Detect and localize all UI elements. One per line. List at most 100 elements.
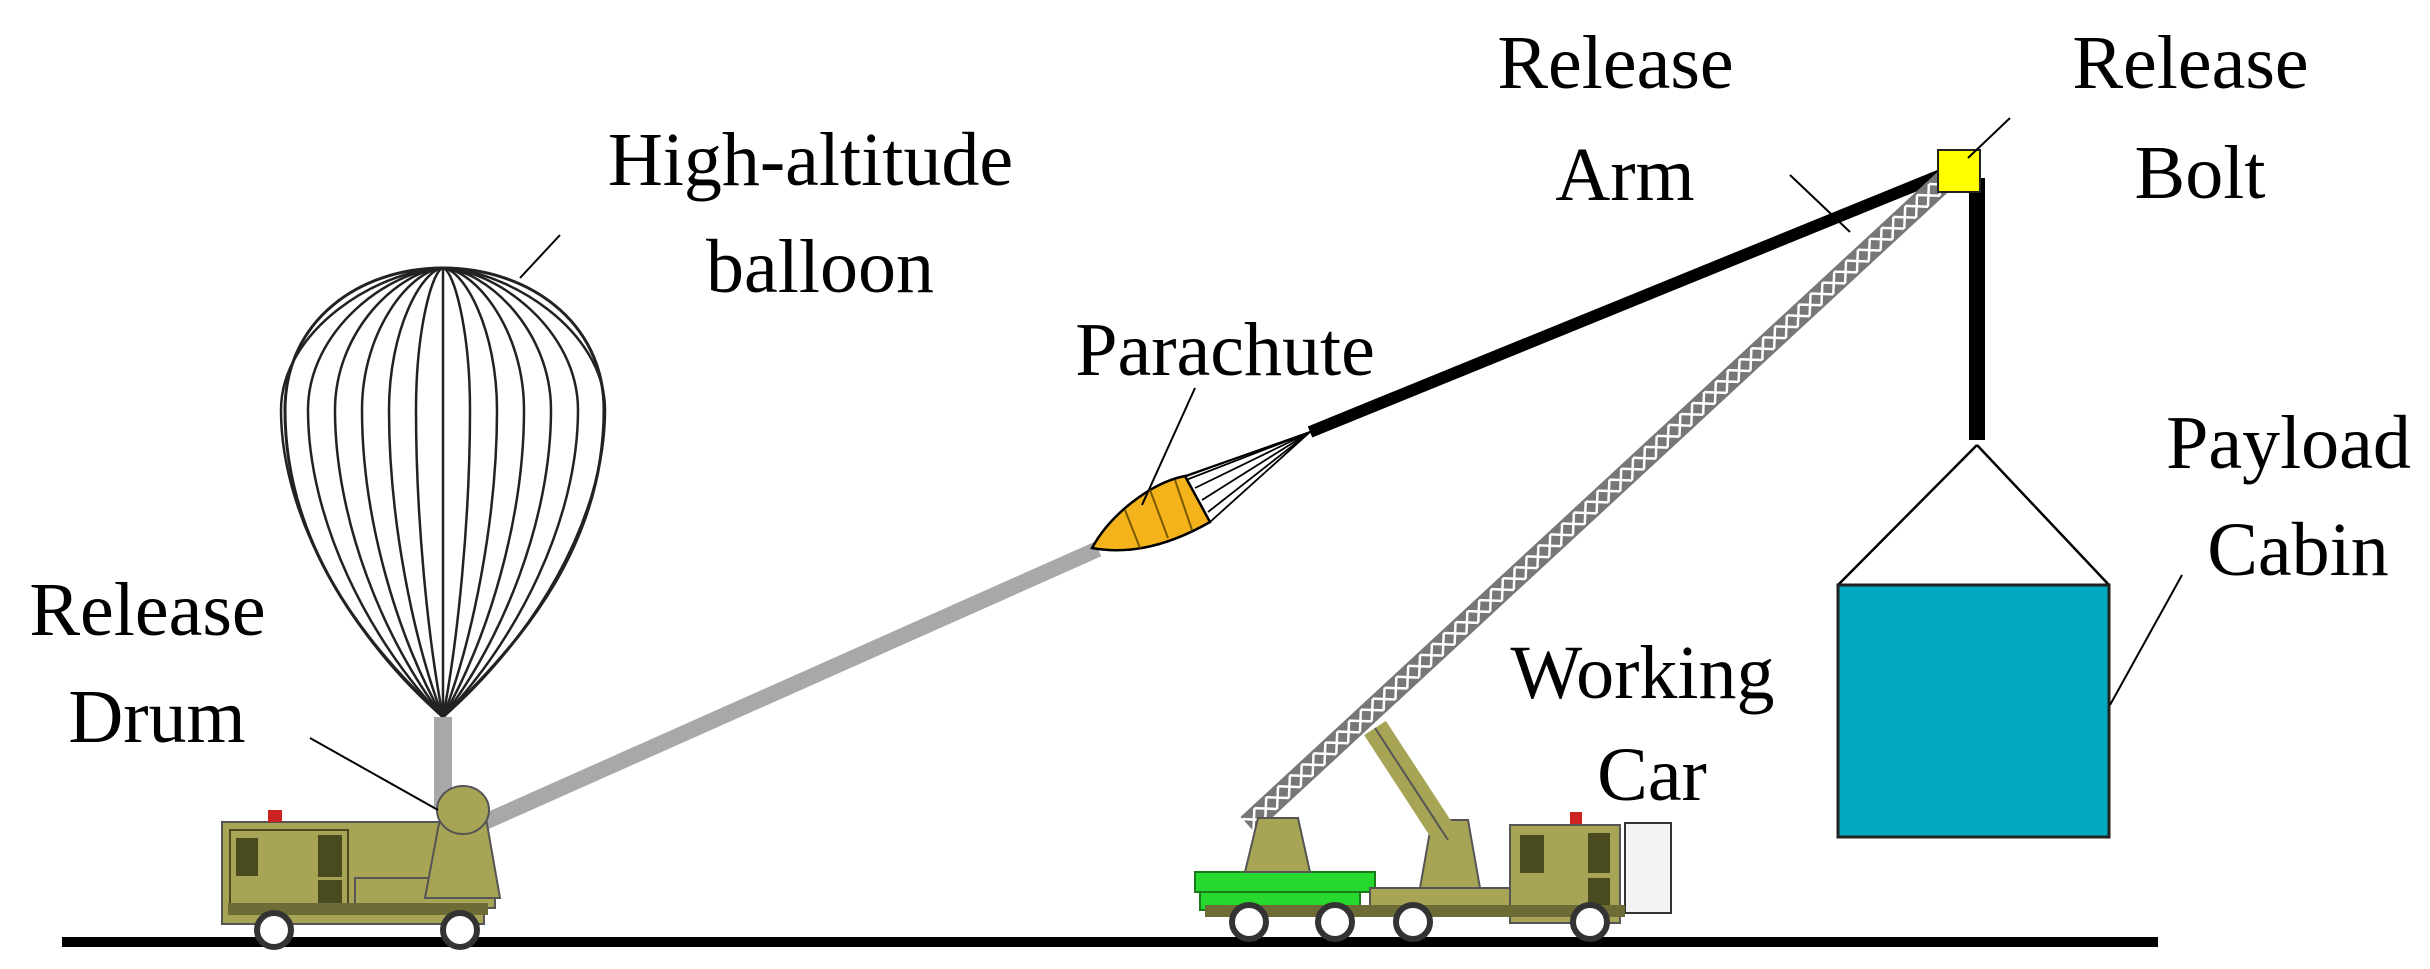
lattice-segment [1467, 600, 1491, 623]
car-wheel [1229, 902, 1269, 942]
balloon-gore-line [442, 266, 580, 718]
label-bolt-line-1: Release [2072, 21, 2308, 105]
lattice-segment [1372, 687, 1396, 711]
shroud-line [1194, 431, 1311, 489]
lattice-segment [1704, 381, 1727, 404]
lattice-segment [1656, 424, 1680, 448]
lattice-segment [1420, 643, 1443, 667]
car-wheel [1315, 902, 1355, 942]
lattice-segment [1349, 709, 1372, 733]
shroud-line [1209, 431, 1311, 523]
suspension-line [1307, 162, 1961, 438]
lattice-segment [1597, 479, 1621, 503]
leader-line-balloon [519, 234, 561, 279]
label-bolt-line-2: Bolt [2135, 131, 2266, 215]
label-car-line-2: Car [1597, 733, 1707, 817]
lattice-segment [1834, 260, 1857, 284]
truck-wheel [440, 910, 480, 950]
lattice-segment [1763, 326, 1786, 350]
leader-line-drum [309, 737, 439, 811]
balloon-gore-line [414, 266, 445, 718]
label-drum-line-1: Release [29, 568, 265, 652]
lattice-segment [1408, 654, 1431, 678]
parachute [1090, 431, 1311, 552]
lattice-segment [1337, 720, 1360, 744]
balloon-gore-line [441, 266, 472, 718]
release-bolt [1937, 149, 1981, 193]
payload-sling-right [1976, 444, 2110, 586]
balloon-neck [434, 717, 452, 807]
label-car-line-1: Working [1510, 631, 1774, 715]
lattice-segment [1431, 632, 1455, 656]
payload-sling-left [1837, 444, 1978, 586]
payload-hanger [1969, 178, 1985, 440]
label-balloon-line-1: High-altitude [608, 118, 1013, 202]
high-altitude-balloon [279, 266, 607, 720]
lattice-segment [1881, 216, 1905, 240]
label-payload: Payload Cabin [2166, 401, 2430, 592]
balloon-gore-line [360, 266, 445, 718]
lattice-segment [1289, 764, 1313, 788]
lattice-segment [1396, 665, 1420, 689]
balloon-gore-line [306, 266, 444, 718]
balloon-gore-line [442, 266, 607, 718]
lattice-segment [1254, 797, 1278, 820]
balloon-gore-line [279, 266, 444, 718]
truck-wheel [254, 910, 294, 950]
release-arm [1240, 159, 1966, 834]
lattice-segment [1692, 392, 1715, 415]
lattice-segment [1668, 413, 1692, 437]
lattice-segment [1573, 501, 1597, 525]
lattice-segment [1325, 731, 1349, 755]
release-truck [221, 785, 502, 950]
balloon-gore-line [387, 266, 445, 718]
lattice-segment [1455, 611, 1479, 634]
label-payload-line-1: Payload [2166, 401, 2411, 485]
balloon-gore-line [442, 266, 553, 718]
label-arm-line-1: Release [1497, 21, 1733, 105]
lattice-segment [1526, 545, 1550, 569]
lattice-segment [1609, 468, 1633, 492]
lattice-segment [1633, 446, 1656, 470]
label-drum-line-2: Drum [68, 675, 245, 759]
lattice-segment [1562, 512, 1585, 536]
balloon-gore-line [441, 266, 499, 718]
label-balloon: High-altitude balloon [608, 118, 1032, 309]
leader-line-arm [1789, 174, 1851, 233]
balloon-gore-line [333, 266, 444, 718]
leader-line-bolt [1967, 117, 2011, 159]
lattice-segment [1550, 523, 1573, 547]
lattice-segment [1491, 578, 1514, 601]
label-payload-line-2: Cabin [2207, 508, 2389, 592]
lattice-segment [1786, 304, 1810, 328]
lattice-segment [1278, 775, 1301, 799]
lattice-segment [1869, 227, 1893, 251]
lattice-segment [1502, 567, 1526, 591]
lattice-segment [1266, 786, 1289, 810]
balloon-gore-line [441, 266, 526, 718]
shroud-line [1207, 431, 1311, 513]
lattice-segment [1514, 556, 1538, 580]
leader-line-payload [2109, 574, 2183, 706]
drum-head [436, 785, 490, 835]
lattice-segment [1360, 698, 1384, 722]
car-wheel [1393, 902, 1433, 942]
label-arm: Release Arm [1497, 21, 1752, 217]
lattice-segment [1680, 402, 1704, 426]
car-wheel [1570, 902, 1610, 942]
lattice-segment [1775, 315, 1798, 339]
lattice-segment [1301, 753, 1325, 777]
lattice-segment [1538, 534, 1562, 558]
lattice-segment [1798, 293, 1822, 317]
lattice-segment [1585, 490, 1609, 514]
label-bolt: Release Bolt [2072, 21, 2327, 215]
lattice-segment [1810, 282, 1834, 306]
lattice-segment [1644, 435, 1668, 459]
label-car: Working Car [1510, 631, 1793, 817]
launch-tether [474, 541, 1102, 833]
payload-cabin [1836, 583, 2111, 839]
label-drum: Release Drum [29, 568, 284, 759]
lattice-segment [1727, 359, 1751, 382]
lattice-segment [1917, 183, 1940, 207]
